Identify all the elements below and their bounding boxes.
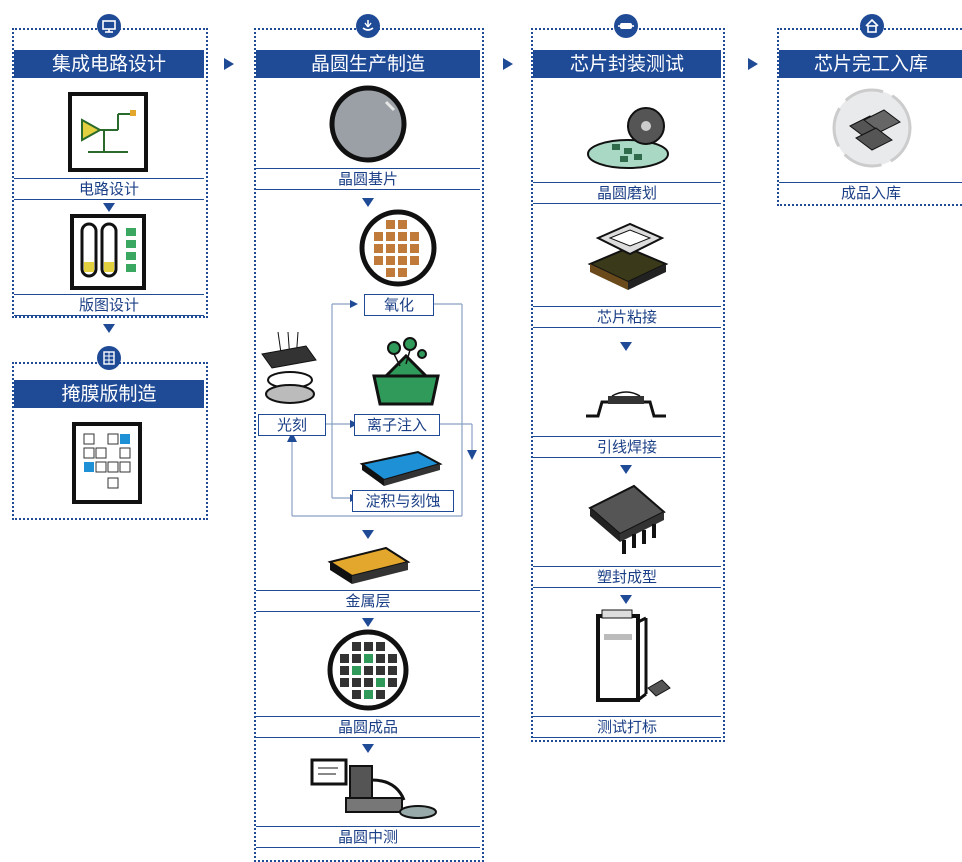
step-test-marking: 测试打标	[533, 716, 721, 738]
step-wafer-substrate: 晶圆基片	[256, 168, 480, 190]
wafer-icon	[356, 14, 380, 38]
home-icon	[860, 14, 884, 38]
layout-illustration	[70, 214, 146, 290]
step-deposition-etching: 淀积与刻蚀	[352, 490, 454, 512]
step-wafer-probe: 晶圆中测	[256, 826, 480, 848]
die-attach-illustration	[587, 222, 669, 290]
step-circuit-design: 电路设计	[14, 178, 204, 200]
flow-arrow-down	[620, 342, 632, 351]
flow-arrow-down	[362, 198, 374, 207]
finished-wafer-illustration	[327, 629, 409, 711]
flow-arrow-right	[503, 58, 513, 70]
step-layout-design: 版图设计	[14, 294, 204, 316]
wafer-fab-title: 晶圆生产制造	[256, 50, 480, 78]
step-finished-wafer: 晶圆成品	[256, 716, 480, 738]
step-metal-layer: 金属层	[256, 590, 480, 612]
die-wafer-illustration	[359, 209, 437, 287]
warehouse-title: 芯片完工入库	[779, 50, 962, 78]
test-marking-illustration	[596, 609, 671, 702]
step-ion-implantation: 离子注入	[354, 414, 440, 436]
lithography-illustration	[261, 331, 317, 404]
mask-title: 掩膜版制造	[14, 380, 204, 408]
step-die-attach: 芯片粘接	[533, 306, 721, 328]
grid-icon	[97, 346, 121, 370]
circuit-illustration	[68, 92, 148, 172]
flow-arrow-right	[748, 58, 758, 70]
wafer-probe-illustration	[310, 758, 437, 819]
monitor-icon	[97, 14, 121, 38]
step-wafer-dicing: 晶圆磨划	[533, 182, 721, 204]
flow-arrow-down	[103, 324, 115, 333]
deposition-illustration	[359, 450, 443, 486]
flow-arrow-right	[224, 58, 234, 70]
step-oxidation: 氧化	[364, 294, 434, 316]
flow-arrow-down	[620, 595, 632, 604]
step-wire-bonding: 引线焊接	[533, 436, 721, 458]
chip-icon	[614, 14, 638, 38]
ic-design-title: 集成电路设计	[14, 50, 204, 78]
step-warehousing: 成品入库	[779, 182, 962, 203]
flow-arrow-down	[362, 744, 374, 753]
flow-arrow-down	[362, 618, 374, 627]
flow-arrow-down	[103, 203, 115, 212]
wafer-dicing-illustration	[587, 107, 669, 169]
warehouse-illustration	[832, 88, 912, 168]
mask-illustration	[72, 422, 142, 504]
packaging-title: 芯片封装测试	[533, 50, 721, 78]
flow-arrow-down	[620, 465, 632, 474]
molding-illustration	[588, 484, 666, 554]
wire-bonding-illustration	[586, 391, 666, 418]
metal-layer-illustration	[327, 546, 411, 584]
oxidation-illustration	[372, 337, 440, 406]
step-lithography: 光刻	[258, 414, 326, 436]
blank-wafer-illustration	[329, 85, 407, 163]
flow-arrow-down	[362, 530, 374, 539]
step-molding: 塑封成型	[533, 566, 721, 588]
